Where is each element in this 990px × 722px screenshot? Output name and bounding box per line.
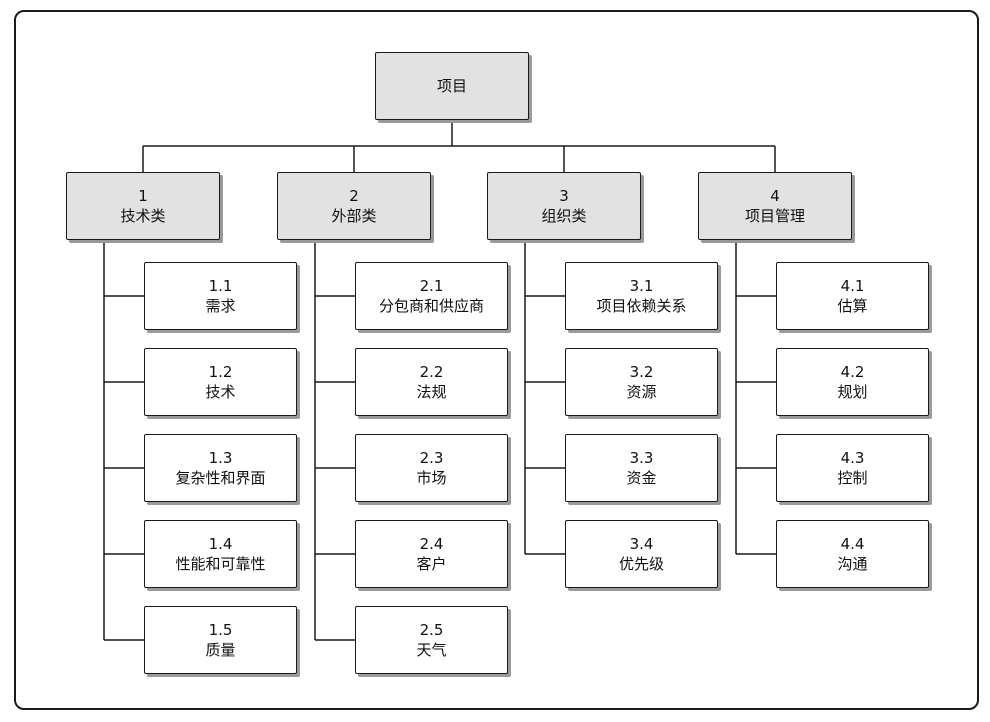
- item-node-3.1-number: 3.1: [629, 277, 654, 295]
- item-node-1.2-number: 1.2: [208, 363, 233, 381]
- category-node-3-label: 组织类: [541, 207, 587, 225]
- category-node-1-label: 技术类: [120, 207, 166, 225]
- category-node-4: 4 项目管理: [698, 172, 852, 240]
- item-node-3.4-label: 优先级: [618, 555, 664, 573]
- category-node-4-number: 4: [770, 187, 780, 205]
- item-node-3.3-number: 3.3: [629, 449, 654, 467]
- item-node-2.4: 2.4 客户: [355, 520, 508, 588]
- item-node-4.1-number: 4.1: [840, 277, 865, 295]
- item-node-3.4-number: 3.4: [629, 535, 654, 553]
- item-node-3.2-number: 3.2: [629, 363, 654, 381]
- category-node-1: 1 技术类: [66, 172, 220, 240]
- root-node-label: 项目: [436, 77, 467, 95]
- item-node-3.1-label: 项目依赖关系: [596, 297, 687, 315]
- item-node-4.2-number: 4.2: [840, 363, 865, 381]
- item-node-4.3-number: 4.3: [840, 449, 865, 467]
- item-node-1.2-label: 技术: [205, 383, 236, 401]
- item-node-4.3-label: 控制: [837, 469, 868, 487]
- item-node-2.1: 2.1 分包商和供应商: [355, 262, 508, 330]
- item-node-1.3-number: 1.3: [208, 449, 233, 467]
- item-node-4.4-number: 4.4: [840, 535, 865, 553]
- category-node-2-label: 外部类: [331, 207, 377, 225]
- item-node-3.3-label: 资金: [626, 469, 657, 487]
- item-node-1.1: 1.1 需求: [144, 262, 297, 330]
- item-node-2.2-number: 2.2: [419, 363, 444, 381]
- item-node-2.4-label: 客户: [416, 555, 447, 573]
- item-node-4.2: 4.2 规划: [776, 348, 929, 416]
- item-node-4.1: 4.1 估算: [776, 262, 929, 330]
- item-node-4.4-label: 沟通: [837, 555, 868, 573]
- item-node-3.3: 3.3 资金: [565, 434, 718, 502]
- item-node-2.2-label: 法规: [416, 383, 447, 401]
- category-node-2-number: 2: [349, 187, 359, 205]
- item-node-2.3: 2.3 市场: [355, 434, 508, 502]
- item-node-3.2-label: 资源: [626, 383, 657, 401]
- item-node-2.1-label: 分包商和供应商: [378, 297, 484, 315]
- item-node-2.3-label: 市场: [416, 469, 447, 487]
- item-node-1.5-number: 1.5: [208, 621, 233, 639]
- category-node-2: 2 外部类: [277, 172, 431, 240]
- item-node-4.1-label: 估算: [837, 297, 868, 315]
- item-node-1.2: 1.2 技术: [144, 348, 297, 416]
- item-node-1.4-label: 性能和可靠性: [175, 555, 266, 573]
- category-node-1-number: 1: [138, 187, 148, 205]
- item-node-4.4: 4.4 沟通: [776, 520, 929, 588]
- item-node-2.5-label: 天气: [416, 641, 447, 659]
- item-node-4.3: 4.3 控制: [776, 434, 929, 502]
- item-node-2.4-number: 2.4: [419, 535, 444, 553]
- item-node-3.4: 3.4 优先级: [565, 520, 718, 588]
- item-node-1.4: 1.4 性能和可靠性: [144, 520, 297, 588]
- item-node-3.2: 3.2 资源: [565, 348, 718, 416]
- item-node-2.5: 2.5 天气: [355, 606, 508, 674]
- item-node-2.3-number: 2.3: [419, 449, 444, 467]
- root-node: 项目: [375, 52, 529, 120]
- item-node-2.5-number: 2.5: [419, 621, 444, 639]
- item-node-1.5: 1.5 质量: [144, 606, 297, 674]
- item-node-2.1-number: 2.1: [419, 277, 444, 295]
- item-node-1.5-label: 质量: [205, 641, 236, 659]
- item-node-1.1-number: 1.1: [208, 277, 233, 295]
- item-node-4.2-label: 规划: [837, 383, 868, 401]
- category-node-3: 3 组织类: [487, 172, 641, 240]
- item-node-1.3-label: 复杂性和界面: [175, 469, 266, 487]
- item-node-3.1: 3.1 项目依赖关系: [565, 262, 718, 330]
- item-node-1.1-label: 需求: [205, 297, 236, 315]
- item-node-1.4-number: 1.4: [208, 535, 233, 553]
- item-node-2.2: 2.2 法规: [355, 348, 508, 416]
- item-node-1.3: 1.3 复杂性和界面: [144, 434, 297, 502]
- category-node-3-number: 3: [559, 187, 569, 205]
- category-node-4-label: 项目管理: [744, 207, 805, 225]
